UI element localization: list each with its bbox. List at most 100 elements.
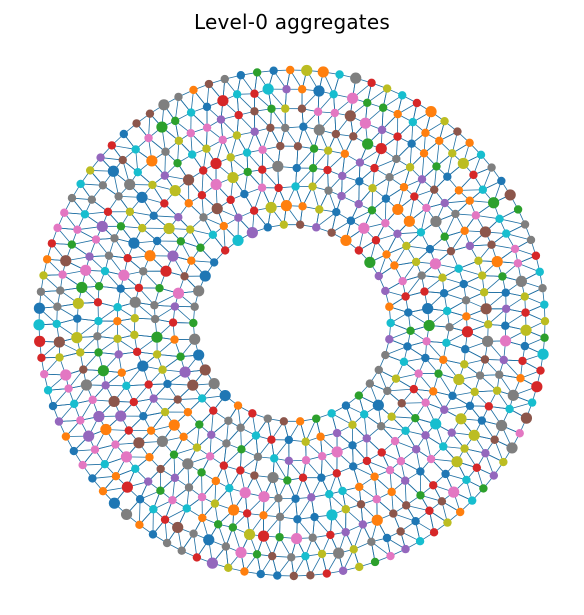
aggregate-node (499, 457, 508, 467)
aggregate-node (257, 183, 267, 192)
aggregate-node (239, 487, 251, 499)
aggregate-node (385, 302, 394, 311)
aggregate-node (301, 456, 311, 465)
aggregate-node (169, 450, 179, 459)
aggregate-node (362, 138, 374, 150)
aggregate-node (411, 413, 420, 423)
aggregate-node (439, 289, 449, 298)
aggregate-node (446, 246, 456, 256)
aggregate-node (208, 230, 218, 240)
aggregate-node (100, 423, 112, 436)
aggregate-node (197, 394, 207, 403)
aggregate-node (233, 401, 243, 410)
aggregate-node (349, 545, 358, 554)
aggregate-node (396, 527, 405, 536)
aggregate-node (206, 557, 218, 569)
aggregate-node (393, 132, 402, 141)
aggregate-node (332, 469, 341, 478)
aggregate-node (411, 517, 420, 526)
aggregate-node (98, 181, 108, 190)
aggregate-node (341, 527, 350, 537)
aggregate-node (187, 150, 197, 159)
aggregate-node (179, 366, 191, 378)
aggregate-node (204, 79, 214, 89)
aggregate-node (356, 500, 366, 509)
aggregate-node (118, 155, 127, 165)
aggregate-node (348, 441, 357, 450)
aggregate-node (367, 206, 377, 215)
aggregate-node (94, 348, 103, 357)
aggregate-node (341, 505, 351, 514)
aggregate-node (267, 471, 279, 484)
aggregate-node (341, 401, 351, 410)
aggregate-node (340, 234, 352, 246)
aggregate-node (80, 210, 90, 219)
aggregate-node (243, 167, 252, 177)
aggregate-node (467, 496, 477, 505)
aggregate-node (85, 252, 94, 261)
aggregate-node (290, 532, 303, 545)
aggregate-node (365, 379, 375, 388)
aggregate-node (282, 85, 291, 94)
aggregate-node (69, 446, 79, 456)
aggregate-node (190, 302, 199, 311)
aggregate-node (146, 426, 156, 435)
aggregate-node (422, 203, 431, 213)
aggregate-node (113, 303, 122, 312)
aggregate-node (250, 107, 259, 116)
aggregate-node (184, 199, 193, 208)
aggregate-node (440, 198, 449, 208)
aggregate-node (501, 304, 511, 313)
aggregate-node (480, 355, 490, 364)
aggregate-node (111, 472, 121, 481)
aggregate-node (371, 514, 383, 526)
aggregate-node (462, 475, 471, 485)
aggregate-node (258, 145, 267, 155)
aggregate-node (172, 287, 185, 299)
aggregate-node (399, 182, 409, 192)
aggregate-node (461, 326, 474, 338)
aggregate-node (284, 435, 294, 445)
aggregate-node (332, 428, 342, 438)
aggregate-node (83, 430, 95, 442)
aggregate-node (381, 286, 390, 296)
aggregate-node (130, 330, 139, 340)
aggregate-node (327, 228, 336, 237)
aggregate-node (151, 331, 163, 343)
aggregate-node (182, 174, 195, 186)
mesh-edge (405, 275, 423, 297)
aggregate-node (518, 356, 527, 366)
aggregate-node (236, 71, 246, 80)
aggregate-node (440, 232, 449, 241)
aggregate-node (481, 449, 490, 458)
aggregate-node (100, 266, 110, 276)
aggregate-node (53, 223, 62, 233)
aggregate-node (333, 547, 345, 559)
aggregate-node (308, 163, 318, 173)
aggregate-node (94, 316, 103, 326)
aggregate-node (439, 442, 448, 451)
aggregate-node (520, 220, 530, 229)
aggregate-node (487, 240, 496, 249)
aggregate-node (114, 350, 123, 359)
aggregate-node (484, 402, 494, 411)
aggregate-node (42, 255, 52, 264)
aggregate-node (295, 220, 305, 229)
aggregate-node (501, 321, 510, 330)
aggregate-node (139, 267, 148, 276)
aggregate-node (410, 192, 419, 201)
aggregate-node (513, 205, 523, 214)
aggregate-node (183, 407, 193, 417)
aggregate-node (306, 571, 315, 580)
aggregate-node (331, 129, 341, 139)
aggregate-node (400, 476, 410, 485)
aggregate-node (461, 296, 471, 305)
aggregate-node (134, 283, 144, 293)
mesh-edge (315, 211, 337, 228)
aggregate-node (263, 414, 272, 423)
aggregate-node (293, 142, 303, 151)
aggregate-node (71, 332, 83, 344)
aggregate-node (323, 146, 333, 155)
aggregate-node (422, 302, 434, 315)
